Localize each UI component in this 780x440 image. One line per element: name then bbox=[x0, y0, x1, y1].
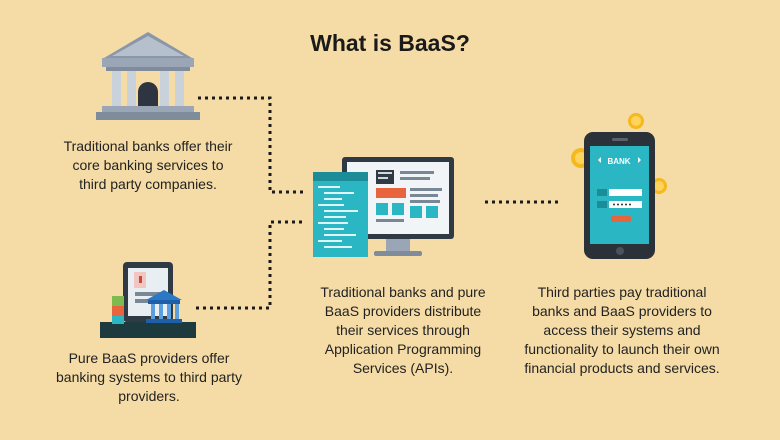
connector-pure-to-api bbox=[196, 220, 303, 310]
page-title: What is BaaS? bbox=[310, 30, 470, 56]
phone-screen-label: BANK bbox=[607, 157, 630, 166]
connectors bbox=[196, 96, 560, 310]
bank-building-icon bbox=[96, 32, 200, 120]
api-computer-illustration bbox=[313, 157, 454, 257]
api-distribution-caption: Traditional banks and pure BaaS provider… bbox=[320, 284, 486, 376]
pure-baas-illustration bbox=[100, 262, 196, 338]
traditional-banks-caption: Traditional banks offer their core banki… bbox=[63, 138, 233, 192]
smartphone-bank-app-icon: BANK bbox=[571, 113, 667, 259]
connector-bank-to-api bbox=[198, 96, 303, 194]
third-parties-caption: Third parties pay traditional banks and … bbox=[524, 284, 720, 376]
pure-baas-caption: Pure BaaS providers offer banking system… bbox=[56, 350, 242, 404]
